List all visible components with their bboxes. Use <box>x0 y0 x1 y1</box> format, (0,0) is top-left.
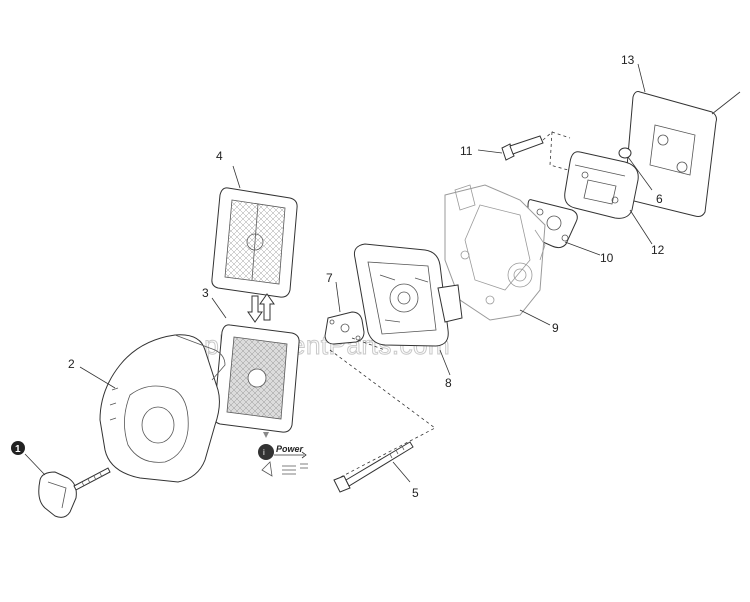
swap-arrows-icon <box>247 293 275 323</box>
part-11-screw[interactable] <box>501 131 571 171</box>
callout-1: 1 <box>15 444 21 455</box>
part-2-air-cleaner-cover[interactable] <box>99 334 226 483</box>
part-1-knob[interactable] <box>38 467 111 518</box>
part-7-plate[interactable] <box>324 311 436 481</box>
callout-7: 7 <box>326 271 333 285</box>
callout-labels: 1 2 3 4 5 6 7 8 9 10 11 12 13 <box>11 53 665 500</box>
part-4-air-filter-upper[interactable] <box>211 187 298 298</box>
leaf-icon <box>261 461 273 477</box>
part-9-carburetor[interactable] <box>444 184 546 321</box>
part-8-air-cleaner-base[interactable] <box>354 243 463 347</box>
leader-lines <box>24 63 653 483</box>
part-12-insulator-block[interactable] <box>564 151 639 219</box>
emission-icon <box>282 463 308 475</box>
callout-12: 12 <box>651 243 665 257</box>
callout-8: 8 <box>445 376 452 390</box>
logo-text: Power <box>276 444 304 454</box>
callout-11: 11 <box>460 144 473 158</box>
callout-3: 3 <box>202 286 209 300</box>
callout-6: 6 <box>656 192 663 206</box>
callout-9: 9 <box>552 321 559 335</box>
part-5-bolt[interactable] <box>333 441 414 493</box>
callout-5: 5 <box>412 486 419 500</box>
callout-4: 4 <box>216 149 223 163</box>
part-13-gasket[interactable] <box>624 91 741 217</box>
callout-13: 13 <box>621 53 635 67</box>
callout-10: 10 <box>600 251 614 265</box>
logo-badge: i <box>263 448 265 457</box>
callout-2: 2 <box>68 357 75 371</box>
ipower-logo: i Power <box>258 432 308 477</box>
part-6-washer[interactable] <box>618 147 632 159</box>
part-3-air-filter-lower[interactable] <box>213 324 300 433</box>
